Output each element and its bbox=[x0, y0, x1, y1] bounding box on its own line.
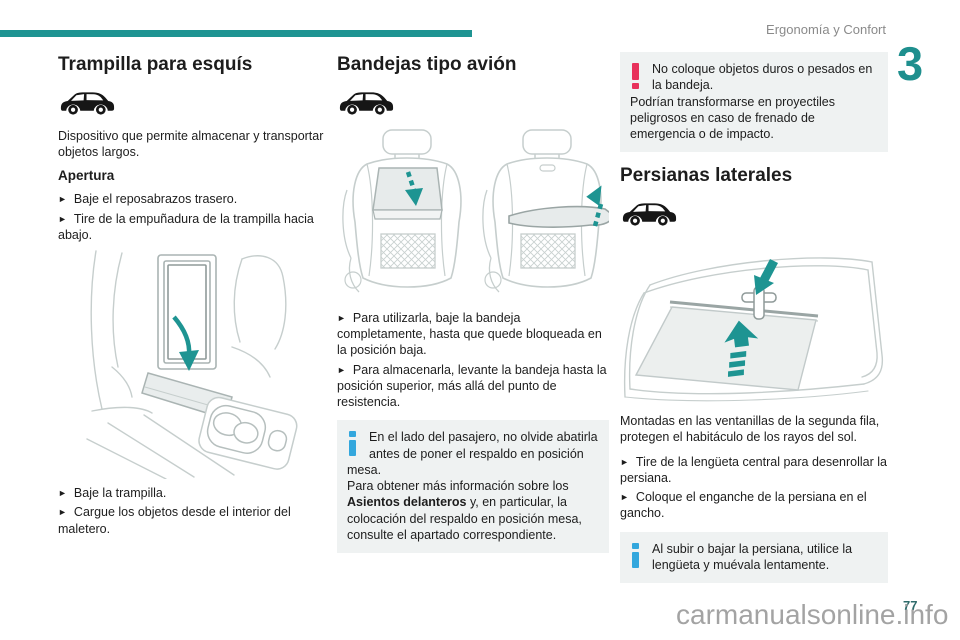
instruction-item: ►Coloque el enganche de la persiana en e… bbox=[620, 489, 888, 522]
instruction-text: Para almacenarla, levante la bandeja has… bbox=[337, 362, 607, 410]
instruction-text: Baje el reposabrazos trasero. bbox=[73, 192, 238, 207]
instruction-text: Tire de la lengüeta central para desenro… bbox=[620, 454, 887, 485]
warning-icon bbox=[632, 63, 639, 89]
running-header: Ergonomía y Confort bbox=[766, 22, 886, 37]
instruction-item: ► Baje el reposabrazos trasero. bbox=[58, 191, 328, 207]
instruction-item: ►Cargue los objetos desde el interior de… bbox=[58, 504, 328, 537]
note-text: Al subir o bajar la persiana, utilice la… bbox=[652, 541, 853, 572]
instruction-item: ►Tire de la empuñadura de la trampilla h… bbox=[58, 211, 328, 244]
instruction-item: ► Baje la trampilla. bbox=[58, 485, 328, 501]
bullet-icon: ► bbox=[620, 456, 629, 467]
instruction-text: Tire de la empuñadura de la trampilla ha… bbox=[58, 211, 314, 242]
instruction-text: Para utilizarla, baje la bandeja complet… bbox=[337, 310, 602, 358]
warning-lead: No coloque objetos duros o pesados en la… bbox=[652, 62, 873, 93]
info-note-trays: En el lado del pasajero, no olvide abati… bbox=[337, 420, 609, 554]
note-lead: En el lado del pasajero, no olvide abati… bbox=[347, 430, 598, 477]
watermark: carmanualsonline.info bbox=[676, 599, 949, 630]
bullet-icon: ► bbox=[58, 488, 67, 499]
warning-body: Podrían transformarse en proyectiles pel… bbox=[630, 94, 835, 142]
cross-reference: Asientos delanteros bbox=[347, 495, 467, 510]
car-icon bbox=[339, 92, 394, 115]
chapter-number: 3 bbox=[897, 37, 924, 90]
section-title-ski-hatch: Trampilla para esquís bbox=[58, 54, 253, 75]
section-title-trays: Bandejas tipo avión bbox=[337, 54, 517, 75]
bullet-icon: ► bbox=[58, 213, 67, 224]
ski-hatch-subtitle: Apertura bbox=[58, 168, 115, 184]
column-side-blinds: No coloque objetos duros o pesados en la… bbox=[620, 52, 888, 584]
instruction-item: ►Para almacenarla, levante la bandeja ha… bbox=[337, 362, 609, 411]
car-icon bbox=[60, 92, 115, 115]
info-note-blinds: Al subir o bajar la persiana, utilice la… bbox=[620, 531, 888, 584]
bullet-icon: ► bbox=[620, 492, 629, 503]
instruction-text: Coloque el enganche de la persiana en el… bbox=[620, 490, 867, 521]
section-title-blinds: Persianas laterales bbox=[620, 165, 793, 187]
bullet-icon: ► bbox=[337, 312, 346, 323]
warning-note-tray: No coloque objetos duros o pesados en la… bbox=[620, 52, 888, 153]
ski-hatch-intro: Dispositivo que permite almacenar y tran… bbox=[58, 128, 324, 160]
column-ski-hatch: Trampilla para esquís Dispositivo que pe… bbox=[58, 54, 328, 540]
side-blind-illustration bbox=[623, 257, 884, 402]
bullet-icon: ► bbox=[58, 507, 67, 518]
instruction-text: Baje la trampilla. bbox=[73, 486, 167, 501]
blinds-intro: Montadas en las ventanillas de la segund… bbox=[620, 414, 880, 445]
info-icon bbox=[349, 431, 356, 457]
aviation-tray-illustration bbox=[342, 129, 609, 293]
column-aviation-trays: Bandejas tipo avión bbox=[337, 54, 609, 554]
page-number: 77 bbox=[903, 598, 918, 613]
note-more: Para obtener más información sobre los A… bbox=[347, 479, 582, 542]
info-icon bbox=[632, 542, 639, 568]
bullet-icon: ► bbox=[337, 364, 346, 375]
top-rule bbox=[0, 30, 472, 37]
instruction-item: ►Tire de la lengüeta central para desenr… bbox=[620, 454, 888, 487]
bullet-icon: ► bbox=[58, 194, 67, 205]
ski-hatch-illustration bbox=[86, 250, 298, 480]
instruction-text: Cargue los objetos desde el interior del… bbox=[58, 505, 291, 536]
car-icon bbox=[622, 203, 677, 226]
instruction-item: ►Para utilizarla, baje la bandeja comple… bbox=[337, 310, 609, 359]
